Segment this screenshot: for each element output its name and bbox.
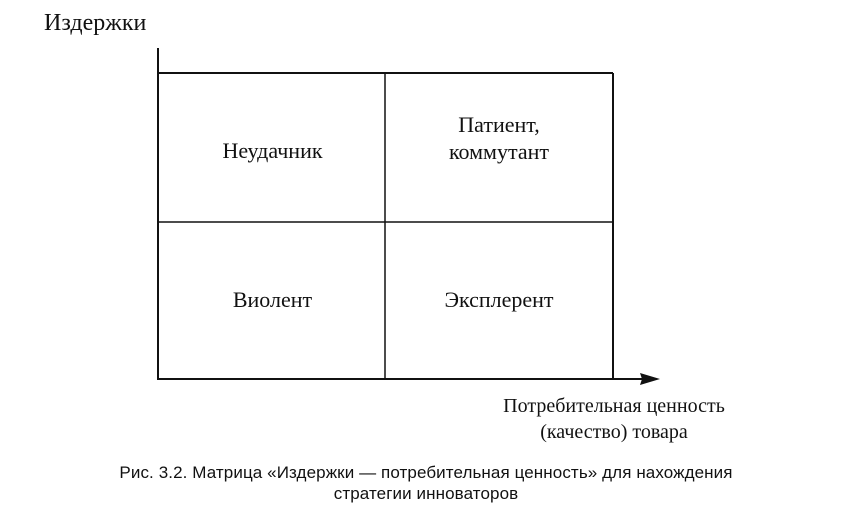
quadrant-top-left-label: Неудачник bbox=[222, 138, 323, 163]
x-axis-label: Потребительная ценность (качество) товар… bbox=[449, 393, 779, 445]
x-axis-arrowhead bbox=[640, 373, 660, 385]
x-axis-label-line1: Потребительная ценность bbox=[503, 395, 725, 417]
x-axis-label-line2: (качество) товара bbox=[540, 421, 688, 443]
y-axis-label: Издержки bbox=[44, 10, 147, 36]
figure-caption: Рис. 3.2. Матрица «Издержки — потребител… bbox=[0, 462, 852, 504]
quadrant-top-right-label: Патиент, коммутант bbox=[385, 111, 613, 165]
quadrant-top-right-line1: Патиент, bbox=[458, 112, 540, 137]
quadrant-bottom-left-label: Виолент bbox=[232, 287, 313, 312]
quadrant-bottom-right-label: Эксплерент bbox=[444, 287, 554, 312]
figure-caption-line1: Рис. 3.2. Матрица «Издержки — потребител… bbox=[119, 463, 733, 482]
quadrant-top-right-line2: коммутант bbox=[448, 139, 550, 164]
figure-caption-line2: стратегии инноваторов bbox=[333, 484, 519, 503]
